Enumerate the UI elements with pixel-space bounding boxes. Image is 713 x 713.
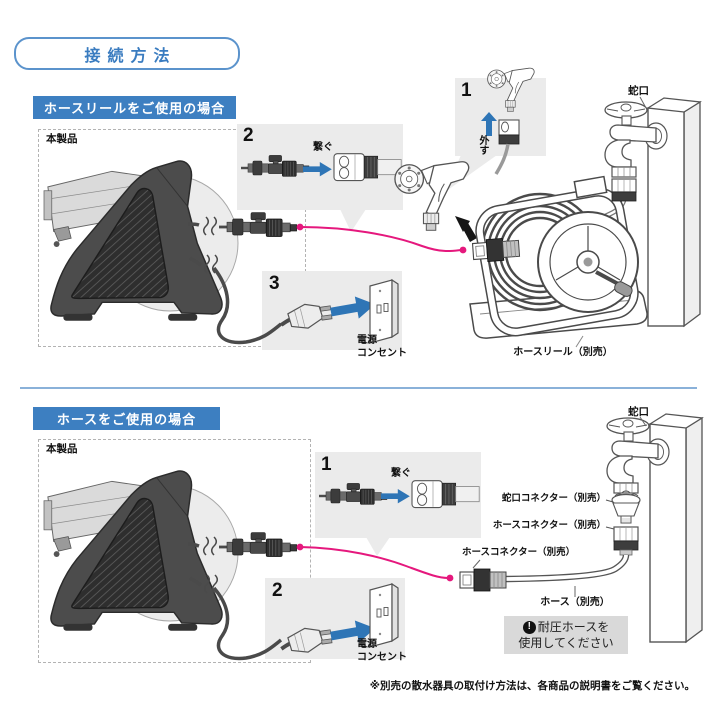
reel-disc — [537, 211, 639, 313]
reel-faucet-label: 蛇口 — [628, 85, 649, 97]
spray-gun-large — [394, 161, 470, 231]
connection-line-pink — [299, 546, 449, 579]
reel-frame — [475, 175, 639, 337]
hose-connector-upper-illustration — [613, 526, 639, 556]
hose-reel-label: ホースリール（別売） — [513, 347, 613, 358]
page-title: 接続方法 — [14, 37, 240, 70]
reel-connect-label: 繋ぐ — [313, 142, 333, 153]
reel-step2-number: 2 — [243, 125, 254, 146]
connection-line-pink — [299, 226, 462, 253]
reel-step1-number: 1 — [461, 80, 472, 101]
reel-product-label: 本製品 — [46, 133, 78, 145]
section-divider — [20, 387, 697, 389]
step2-panel-tail — [340, 209, 366, 232]
pressure-hose-warning: ! 耐圧ホースを 使用してください — [504, 616, 628, 654]
warning-line2: 使用してください — [518, 636, 614, 650]
reel-outlet-label: 電源 コンセント — [357, 335, 407, 359]
reel-section-heading: ホースリールをご使用の場合 — [33, 96, 236, 119]
footnote: ※別売の散水器具の取付け方法は、各商品の説明書をご覧ください。 — [369, 680, 695, 692]
faucet-connector-label: 蛇口コネクター（別売） — [501, 493, 606, 504]
hose-product-label: 本製品 — [46, 443, 78, 455]
faucet-post — [647, 97, 701, 327]
reel-coil — [480, 192, 600, 312]
faucet-illustration — [606, 417, 670, 494]
exclamation-circle-icon: ! — [522, 620, 536, 634]
hose-connector-label-lower: ホースコネクター（別売） — [462, 547, 576, 558]
hose-faucet-label: 蛇口 — [628, 406, 649, 418]
faucet-post — [649, 413, 703, 643]
hose-step1-number: 1 — [321, 454, 332, 475]
step1-panel-tail — [445, 155, 497, 192]
hose-connector-label-upper: ホースコネクター（別売） — [492, 520, 606, 531]
hose-illustration — [505, 554, 630, 583]
reel-step2-panel — [237, 124, 403, 210]
hose-connect-label: 繋ぐ — [391, 468, 411, 479]
step1-panel-tail — [366, 537, 390, 556]
hose-outlet-label: 電源 コンセント — [357, 639, 407, 663]
reel-detach-label: 外す — [477, 135, 488, 155]
hose-connector-lower-illustration — [459, 568, 507, 592]
hose-section-heading: ホースをご使用の場合 — [33, 407, 220, 430]
faucet-illustration — [604, 101, 668, 178]
reel-hose-end-connector — [471, 236, 521, 264]
hose-label: ホース（別売） — [540, 597, 610, 608]
hose-step1-panel — [315, 452, 481, 538]
reel-step3-number: 3 — [269, 273, 280, 294]
attach-arrow-black — [455, 216, 470, 232]
faucet-connector-illustration — [611, 490, 641, 524]
hose-step2-number: 2 — [272, 580, 283, 601]
reel-base — [469, 289, 648, 339]
warning-line1: 耐圧ホースを — [537, 620, 610, 634]
